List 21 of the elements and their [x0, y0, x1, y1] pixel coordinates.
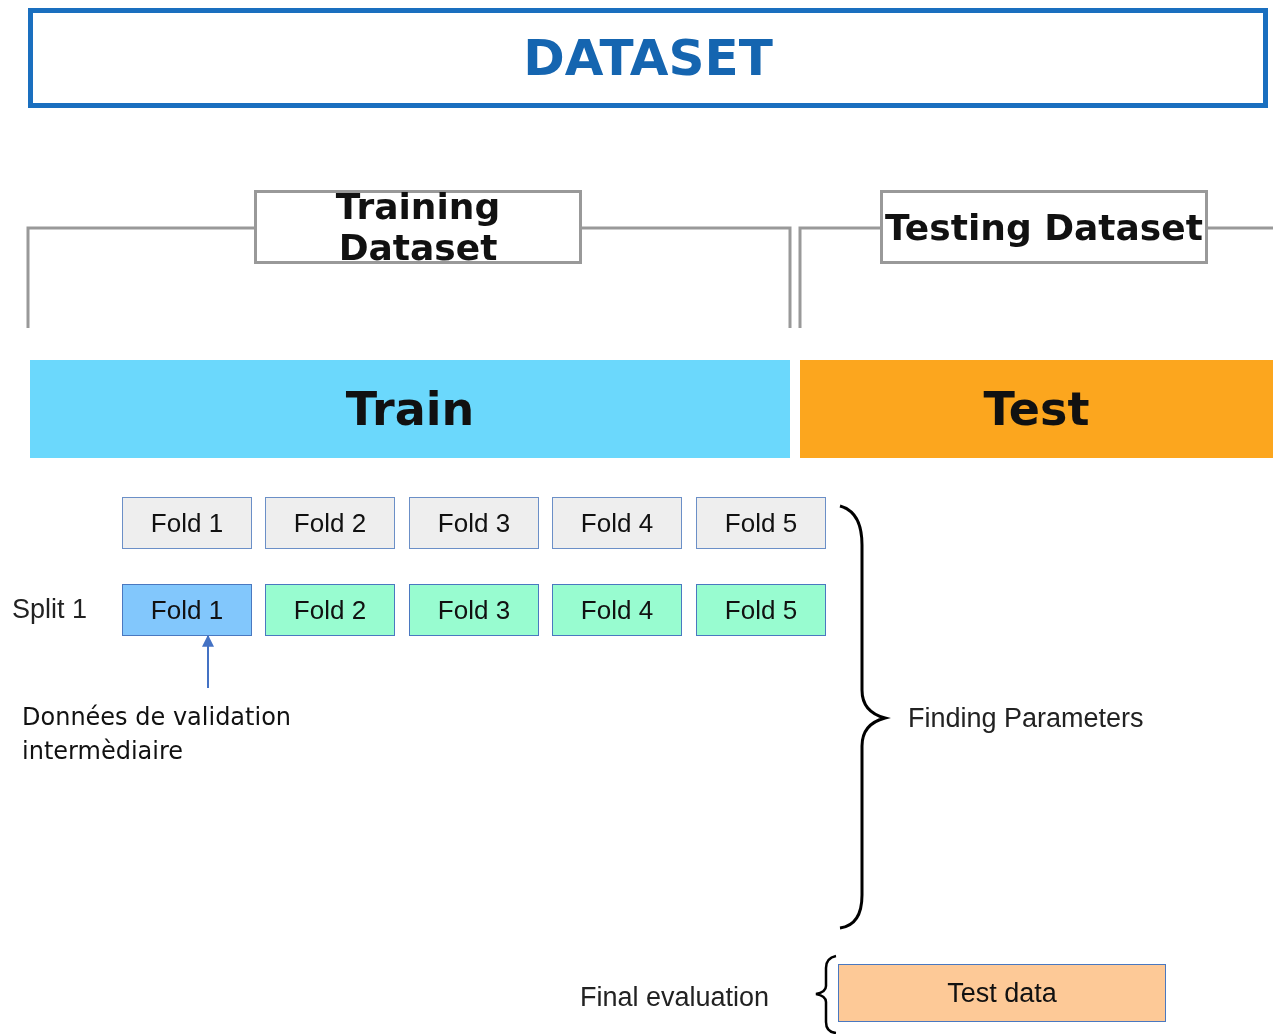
fold-box: Fold 3: [409, 497, 539, 549]
section-label-box: Training Dataset: [254, 190, 582, 264]
fold-box: Fold 2: [265, 497, 395, 549]
validation-fold-box: Fold 1: [122, 584, 252, 636]
test-bar: Test: [800, 360, 1273, 458]
fold-box: Fold 4: [552, 497, 682, 549]
dataset-box: DATASET: [28, 8, 1268, 108]
training-fold-box: Fold 3: [409, 584, 539, 636]
test-data-box: Test data: [838, 964, 1166, 1022]
split-label: Split 1: [12, 594, 88, 625]
brace-label: Final evaluation: [580, 982, 770, 1013]
fold-box: Fold 5: [696, 497, 826, 549]
training-fold-box: Fold 5: [696, 584, 826, 636]
training-fold-box: Fold 2: [265, 584, 395, 636]
brace-label: Finding Parameters: [908, 703, 1144, 734]
arrow: [202, 634, 214, 689]
training-fold-box: Fold 4: [552, 584, 682, 636]
fold-box: Fold 1: [122, 497, 252, 549]
annotation-text: Données de validation intermèdiaire: [22, 700, 322, 772]
train-bar: Train: [30, 360, 790, 458]
section-label-box: Testing Dataset: [880, 190, 1208, 264]
